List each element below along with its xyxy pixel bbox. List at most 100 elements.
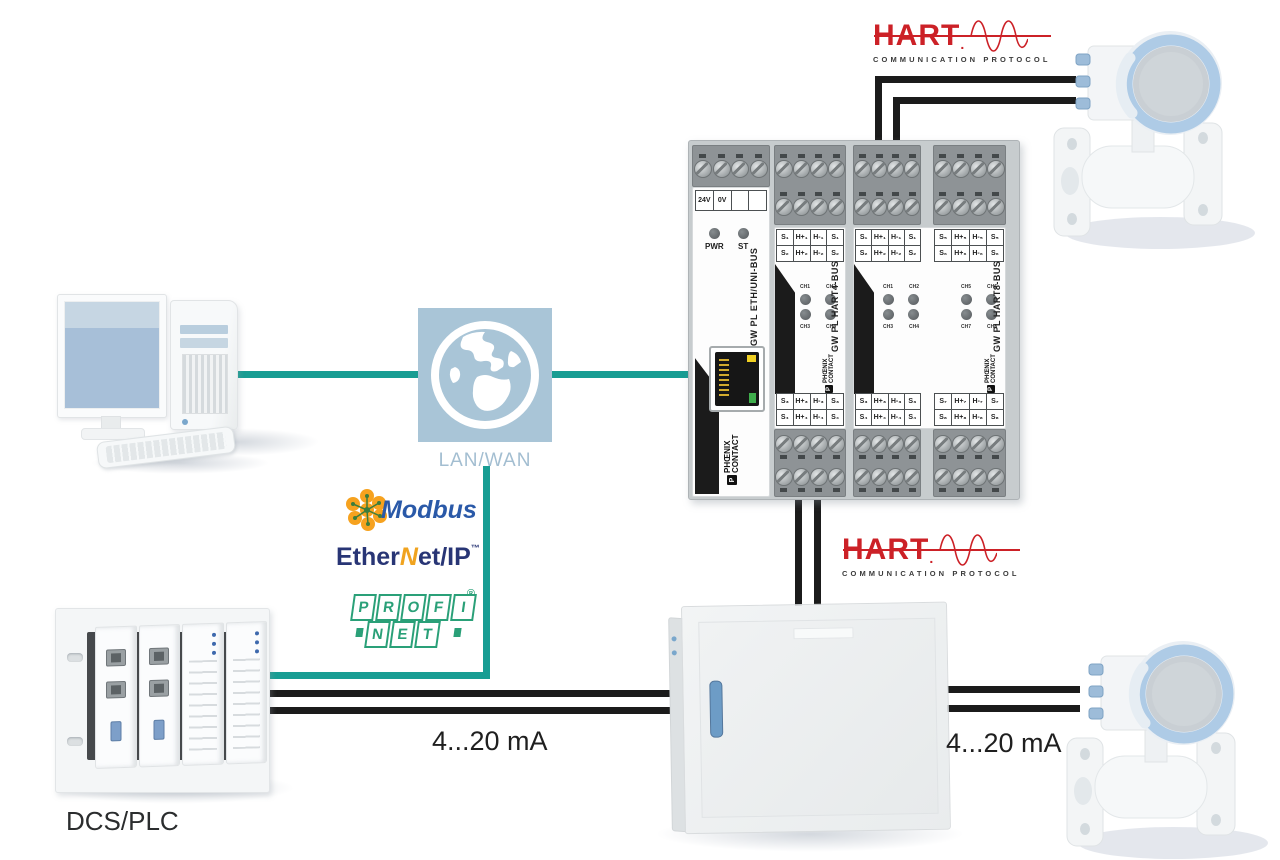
terminal-label: S₂ bbox=[827, 246, 843, 261]
ethernet-ip-logo: EtherNet/IP™ bbox=[336, 543, 480, 572]
terminal-screw bbox=[792, 192, 810, 216]
ethernet-line-to-dcs bbox=[263, 672, 490, 679]
status-leds bbox=[211, 632, 216, 655]
terminal-label: H-₁ bbox=[810, 230, 827, 245]
profinet-tick bbox=[453, 628, 462, 637]
terminal-screw bbox=[951, 434, 970, 459]
screw-row bbox=[775, 148, 845, 184]
terminal-label: H+₃ bbox=[793, 394, 810, 409]
channel-led bbox=[883, 309, 894, 320]
terminal-label: H-₄ bbox=[888, 410, 904, 425]
screw-row bbox=[854, 186, 920, 222]
channel-led bbox=[986, 309, 997, 320]
analog-cable-dcs-to-box-1 bbox=[263, 690, 676, 697]
screw-row bbox=[775, 463, 845, 496]
terminal-screw bbox=[712, 154, 731, 178]
terminal-label: S₂ bbox=[904, 246, 920, 261]
terminal-label: H+₅ bbox=[952, 230, 969, 245]
terminal-screw bbox=[934, 467, 952, 492]
profinet-row2: N E T bbox=[364, 621, 441, 648]
connector-icon bbox=[110, 721, 122, 742]
engineering-workstation bbox=[55, 280, 300, 475]
hart-cable-top-2 bbox=[893, 97, 1076, 104]
cpu-module bbox=[138, 624, 180, 768]
link-led-yellow bbox=[747, 355, 756, 362]
terminal-screw bbox=[792, 434, 810, 459]
terminal-label: S₆ bbox=[986, 246, 1003, 261]
terminal-label bbox=[749, 191, 766, 210]
ch-label: CH6 bbox=[986, 284, 997, 290]
hinge-dot bbox=[671, 650, 677, 656]
terminal-screw bbox=[810, 467, 828, 492]
terminal-label: H+₈ bbox=[952, 410, 969, 425]
ch-label: CH4 bbox=[908, 324, 919, 330]
rj45-socket bbox=[715, 352, 759, 406]
screw-row bbox=[775, 186, 845, 222]
terminal-screw bbox=[987, 192, 1005, 216]
st-led-label: ST bbox=[738, 242, 749, 251]
ethernet-port-icon bbox=[149, 647, 170, 666]
ethernet-ip-n: N bbox=[399, 543, 418, 571]
hart-logo-middle: HART. COMMUNICATION PROTOCOL bbox=[842, 534, 1020, 578]
terminal-label: S₁ bbox=[777, 230, 793, 245]
profinet-letter: P bbox=[350, 594, 377, 621]
flow-meter-bottom bbox=[1045, 638, 1280, 860]
status-led-group: PWR ST bbox=[705, 228, 749, 251]
terminal-label: 0V bbox=[713, 191, 731, 210]
junction-box-handle bbox=[709, 680, 724, 738]
terminal-label: S₃ bbox=[827, 394, 843, 409]
design-stripe bbox=[854, 264, 874, 394]
drive-bay bbox=[180, 325, 228, 334]
channel-led bbox=[800, 294, 811, 305]
hart-subtitle: COMMUNICATION PROTOCOL bbox=[842, 569, 1020, 578]
channel-led bbox=[908, 294, 919, 305]
terminal-screw bbox=[810, 192, 828, 216]
st-led-unit: ST bbox=[737, 228, 749, 251]
ethernet-ip-part1: Ether bbox=[336, 543, 400, 571]
power-button bbox=[182, 419, 188, 425]
terminal-screw bbox=[987, 467, 1005, 492]
ch-label: CH2 bbox=[908, 284, 919, 290]
hart-cable-top-1-drop bbox=[875, 76, 882, 144]
terminal-label: S₁ bbox=[904, 230, 920, 245]
terminal-label: H-₈ bbox=[969, 410, 986, 425]
terminal-screw bbox=[870, 434, 887, 459]
terminal-label: H-₆ bbox=[969, 246, 986, 261]
terminal-screw bbox=[951, 467, 970, 492]
terminal-block bbox=[933, 429, 1006, 497]
channel-led bbox=[908, 309, 919, 320]
analog-cable-box-to-meter-2 bbox=[943, 705, 1080, 712]
terminal-screw bbox=[810, 154, 828, 178]
hart-strike-line bbox=[874, 35, 1051, 37]
terminal-screw bbox=[792, 467, 810, 492]
terminal-label: H-₃ bbox=[810, 394, 827, 409]
controller-modules bbox=[95, 620, 267, 770]
terminal-label: S₄ bbox=[777, 410, 793, 425]
channel-led bbox=[961, 294, 972, 305]
terminal-screw bbox=[827, 434, 845, 459]
ch-label: CH1 bbox=[883, 284, 894, 290]
terminal-screw bbox=[750, 154, 769, 178]
pwr-led-unit: PWR bbox=[705, 228, 724, 251]
rj45-pins bbox=[719, 359, 729, 399]
terminal-screw bbox=[887, 467, 904, 492]
terminal-label: H+₁ bbox=[872, 230, 888, 245]
terminal-label: S₃ bbox=[904, 394, 920, 409]
terminal-label: H+₂ bbox=[793, 246, 810, 261]
terminal-screw bbox=[870, 154, 887, 178]
terminal-screw bbox=[987, 434, 1005, 459]
channel-led bbox=[961, 309, 972, 320]
tower-vent-grille bbox=[182, 354, 228, 414]
status-leds bbox=[255, 631, 259, 654]
junction-box-door bbox=[698, 617, 939, 818]
io-module bbox=[225, 620, 267, 765]
module-name-vertical: GW PL HART8-BUS bbox=[992, 260, 1002, 352]
terminal-screw bbox=[987, 154, 1005, 178]
